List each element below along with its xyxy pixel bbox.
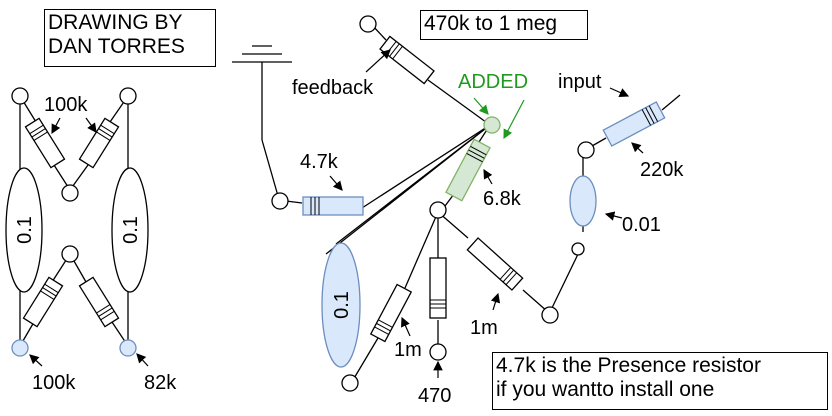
node-added: [483, 116, 501, 134]
label-cap-mid: 0.1: [331, 291, 353, 319]
main-wires: [285, 23, 681, 381]
node-right-bottom: [541, 306, 559, 324]
capacitor-0-1-right: [111, 167, 149, 293]
label-220k: 220k: [640, 159, 684, 181]
label-feedback: feedback: [292, 77, 374, 99]
label-4-7k: 4.7k: [300, 151, 339, 173]
label-0-01: 0.01: [622, 214, 661, 236]
resistor-1m-b: [466, 237, 524, 291]
label-470: 470: [418, 385, 451, 407]
node-bottom-left: [341, 374, 359, 392]
node-left-top-a: [11, 87, 29, 105]
node-ground-return: [271, 192, 289, 210]
title-box: DRAWING BY DAN TORRES: [44, 9, 216, 67]
label-added: ADDED: [458, 71, 528, 93]
resistor-6-8k-added: [445, 138, 491, 202]
label-100k-top: 100k: [44, 94, 88, 116]
resistor-1m-a: [369, 283, 413, 343]
node-left-mid-top: [61, 184, 79, 202]
capacitor-0-1-left: [5, 167, 43, 293]
note-top-box: 470k to 1 meg: [420, 10, 588, 40]
resistor-220k: [602, 101, 666, 147]
capacitor-0-01: [569, 175, 597, 227]
label-1m-a: 1m: [394, 339, 422, 361]
node-left-mid-bot: [61, 245, 79, 263]
label-6-8k: 6.8k: [483, 188, 522, 210]
title-line-1: DRAWING BY: [48, 11, 183, 34]
resistor-4-7k: [302, 196, 364, 216]
resistor-100k-bottom: [22, 276, 64, 328]
node-cap-bottom: [571, 242, 585, 256]
node-feedback: [359, 15, 377, 33]
label-cap-left: 0.1: [14, 216, 36, 244]
resistor-470: [429, 257, 447, 319]
node-input-side: [577, 141, 595, 159]
capacitor-0-1-mid: [321, 242, 361, 368]
label-cap-right: 0.1: [120, 216, 142, 244]
note-top-text: 470k to 1 meg: [424, 12, 558, 35]
label-82k: 82k: [144, 372, 177, 394]
note-bottom-box: 4.7k is the Presence resistor if you wan…: [492, 352, 828, 410]
note-bottom-line-2: if you wantto install one: [496, 378, 715, 401]
resistor-100k-top-right: [78, 117, 120, 169]
note-bottom-line-1: 4.7k is the Presence resistor: [496, 354, 761, 377]
label-1m-b: 1m: [470, 317, 498, 339]
resistor-100k-top-left: [24, 117, 66, 169]
node-470: [429, 343, 447, 361]
resistor-82k: [78, 276, 120, 328]
label-100k-bottom: 100k: [32, 372, 76, 394]
node-left-bot-a: [11, 339, 29, 357]
node-left-top-b: [119, 87, 137, 105]
label-input: input: [558, 71, 602, 93]
ground-symbol: [232, 45, 292, 197]
node-center: [429, 201, 447, 219]
resistor-feedback: [379, 35, 435, 85]
title-line-2: DAN TORRES: [48, 35, 185, 58]
node-left-bot-b: [119, 339, 137, 357]
